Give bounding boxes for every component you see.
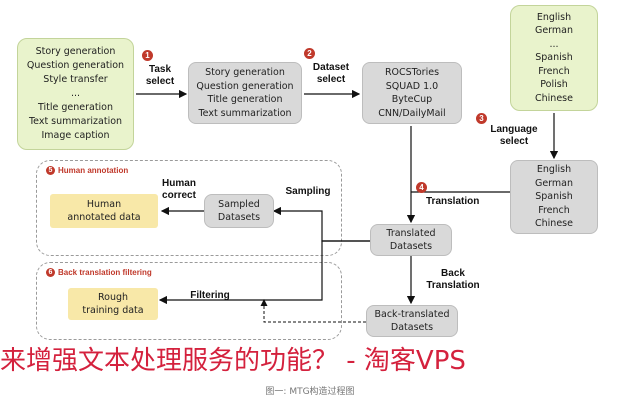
figure-caption: 图一: MTG构造过程图	[265, 387, 355, 397]
back-translated-datasets-box: Back-translated Datasets	[366, 305, 458, 337]
dataset-select-label: Dataset select	[312, 62, 350, 85]
sampled-datasets-box: Sampled Datasets	[204, 194, 274, 228]
language-select-label: Language select	[490, 124, 538, 147]
edge-sampling	[272, 206, 370, 242]
translation-label: Translation	[426, 196, 480, 207]
step-5-badge: 5	[46, 166, 55, 175]
human-annotation-group	[36, 160, 342, 256]
back-filtering-title-text: Back translation filtering	[58, 268, 152, 277]
all-tasks-box: Story generation Question generation Sty…	[17, 38, 134, 150]
edge-filtering	[158, 240, 370, 305]
human-correct-label: Human correct	[162, 178, 196, 201]
all-languages-box: English German ... Spanish French Polish…	[510, 5, 598, 111]
step-2-badge: 2	[304, 48, 315, 59]
datasets-box: ROCSTories SQUAD 1.0 ByteCup CNN/DailyMa…	[362, 62, 462, 124]
back-translation-label: Back Translation	[426, 268, 480, 291]
step-1-badge: 1	[142, 50, 153, 61]
selected-languages-box: English German Spanish French Chinese	[510, 160, 598, 234]
edge-back-translated-loop	[260, 299, 366, 323]
rough-training-data-box: Rough training data	[68, 288, 158, 320]
filtering-label: Filtering	[190, 290, 230, 301]
human-annotation-section-title: 5 Human annotation	[46, 166, 128, 175]
step-3-badge: 3	[476, 113, 487, 124]
watermark-banner: 来增强文本处理服务的功能？ - 淘客VPS	[0, 346, 466, 376]
translated-datasets-box: Translated Datasets	[370, 224, 452, 256]
sampling-label: Sampling	[285, 186, 331, 197]
human-annotation-title-text: Human annotation	[58, 166, 129, 175]
selected-tasks-box: Story generation Question generation Tit…	[188, 62, 302, 124]
back-filtering-section-title: 6 Back translation filtering	[46, 268, 152, 277]
human-annotated-data-box: Human annotated data	[50, 194, 158, 228]
task-select-label: Task select	[145, 64, 175, 87]
back-translation-filtering-group	[36, 262, 342, 340]
step-4-badge: 4	[416, 182, 427, 193]
step-6-badge: 6	[46, 268, 55, 277]
